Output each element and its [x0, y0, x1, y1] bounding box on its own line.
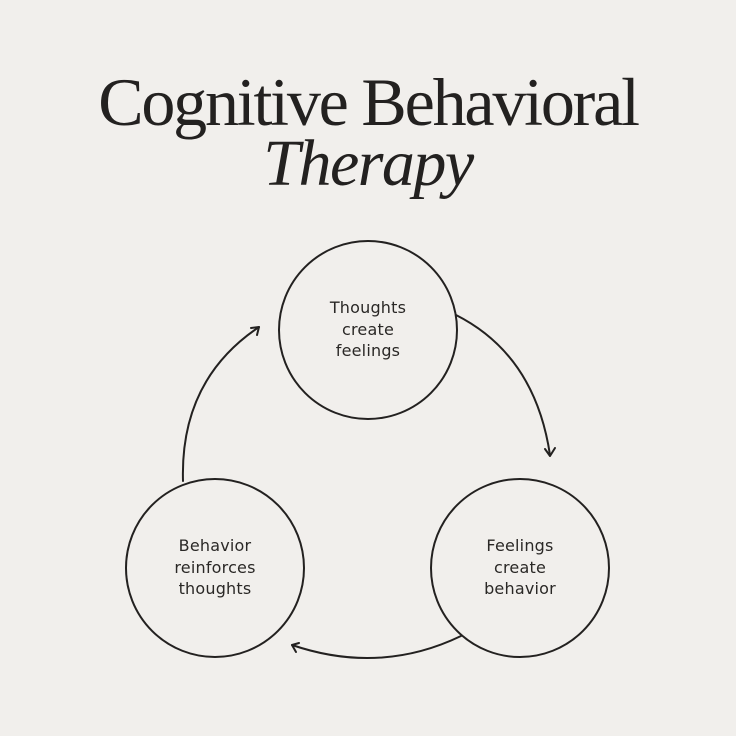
arrowhead-icon	[250, 326, 260, 336]
curved-arrow-icon	[455, 314, 551, 456]
node-label-line: reinforces	[174, 557, 256, 577]
node-label-behavior: Behavior reinforces thoughts	[135, 535, 295, 600]
node-label-line: Thoughts	[329, 298, 407, 317]
curved-arrow-icon	[291, 635, 462, 660]
title-line-1: Cognitive Behavioral	[98, 64, 640, 140]
node-label-line: Behavior	[178, 536, 252, 555]
node-label-thoughts: Thoughts create feelings	[288, 297, 448, 362]
arrow-feelings-to-behavior	[291, 635, 462, 660]
node-label-line: Feelings	[486, 536, 554, 555]
arrowhead-icon	[544, 447, 556, 457]
node-label-line: create	[494, 557, 546, 577]
node-label-line: behavior	[484, 579, 556, 598]
node-label-line: feelings	[335, 341, 401, 360]
arrowhead-icon	[291, 642, 300, 653]
node-circle-behavior	[125, 478, 305, 658]
node-label-feelings: Feelings create behavior	[440, 535, 600, 600]
node-circle-feelings	[430, 478, 610, 658]
node-circle-thoughts	[278, 240, 458, 420]
arrow-behavior-to-thoughts	[181, 326, 260, 482]
title-line-2: Therapy	[263, 127, 474, 200]
node-label-line: thoughts	[178, 579, 252, 598]
node-label-line: create	[342, 319, 394, 339]
arrow-thoughts-to-feelings	[455, 314, 556, 457]
curved-arrow-icon	[181, 326, 260, 482]
